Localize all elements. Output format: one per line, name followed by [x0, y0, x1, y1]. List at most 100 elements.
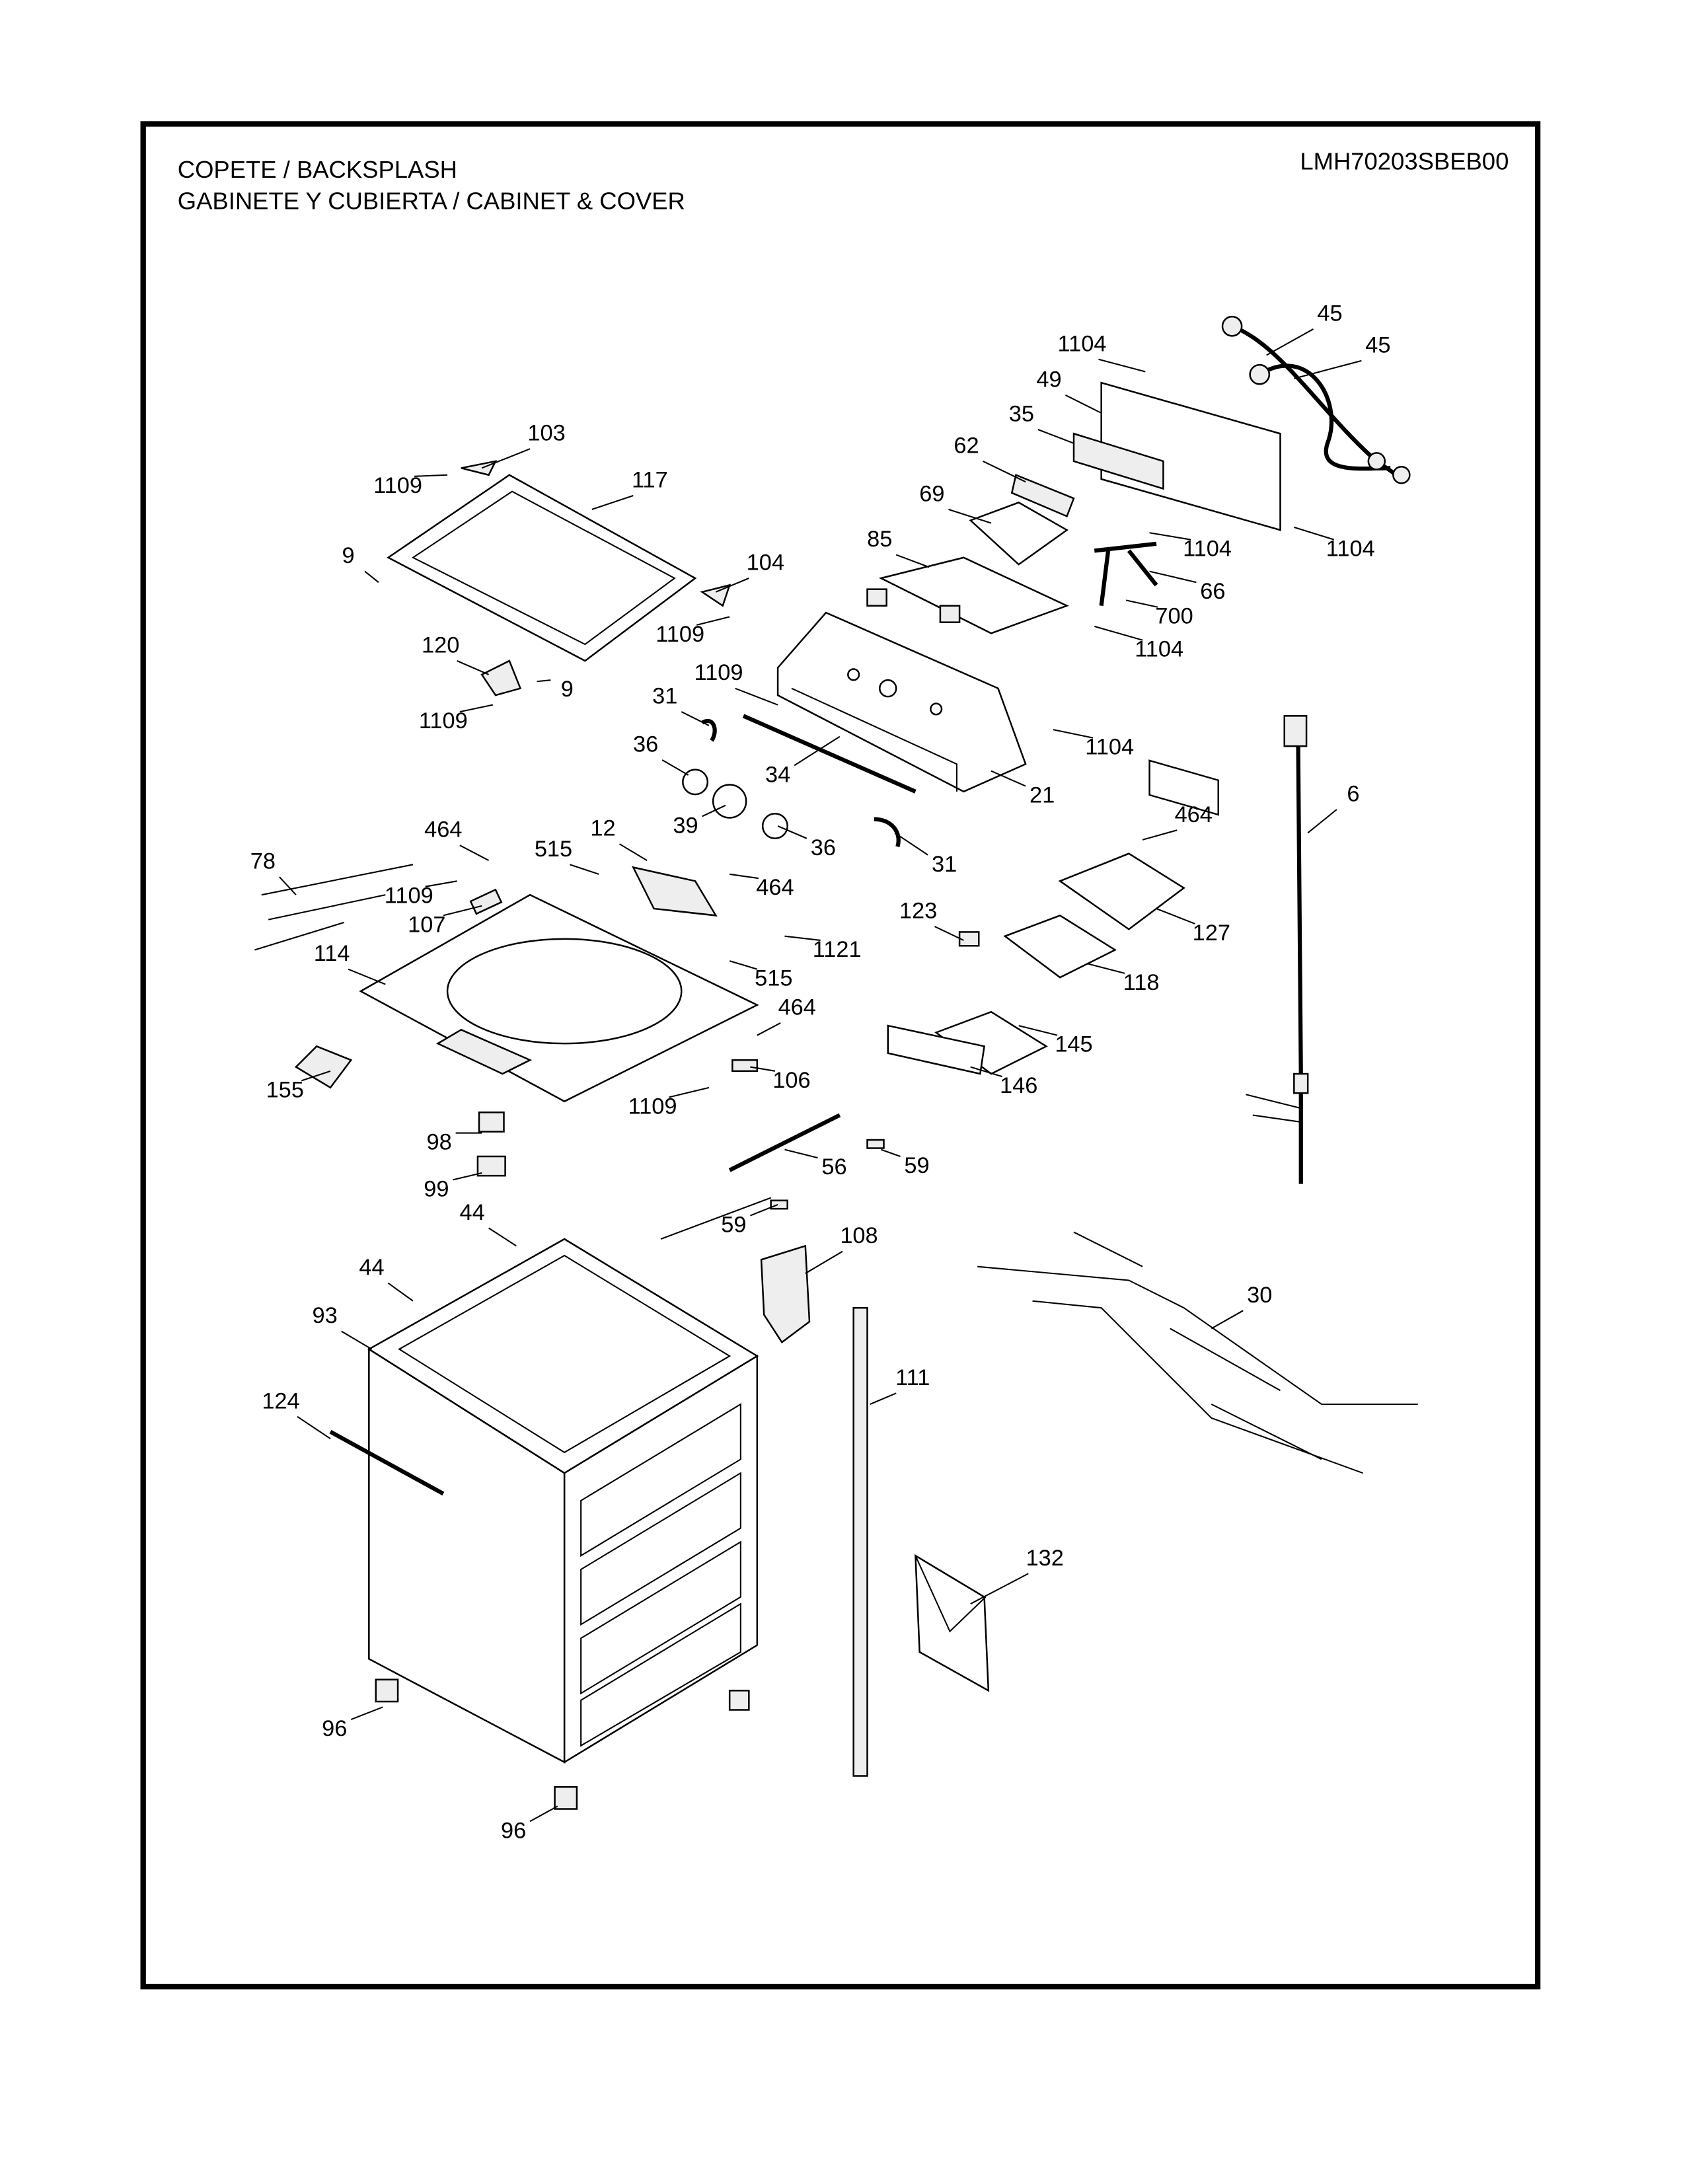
leader-line: [983, 460, 1026, 483]
leader-line: [970, 1573, 1029, 1605]
part-hook-31: [700, 719, 901, 848]
part-lock-107: [469, 888, 503, 915]
part-number-callout: 12: [590, 816, 615, 841]
leader-line: [729, 960, 758, 970]
leader-line: [669, 1086, 710, 1098]
part-number-callout: 146: [1000, 1073, 1037, 1098]
part-number-callout: 78: [250, 849, 276, 874]
leader-line: [414, 474, 448, 477]
part-number-callout: 45: [1317, 301, 1342, 326]
part-bracket-66: [1094, 541, 1158, 607]
leader-line: [757, 1022, 781, 1036]
part-number-callout: 9: [342, 543, 355, 568]
leader-line: [934, 926, 964, 941]
leader-line: [894, 832, 928, 856]
part-number-callout: 1109: [628, 1094, 677, 1119]
leader-line: [1037, 429, 1074, 444]
leader-line: [443, 905, 482, 917]
leader-line: [1098, 358, 1146, 373]
leader-line: [777, 825, 807, 839]
part-number-callout: 145: [1055, 1032, 1092, 1057]
leader-line: [1294, 359, 1362, 379]
part-number-callout: 34: [765, 762, 790, 787]
part-dispenser-housing: [887, 852, 1185, 1075]
part-number-callout: 30: [1247, 1283, 1272, 1308]
part-number-callout: 21: [1030, 783, 1055, 808]
part-harness-85: [866, 556, 1069, 634]
part-bag-132: [915, 1554, 990, 1692]
part-number-callout: 1109: [419, 708, 468, 734]
part-bracket-62: [1010, 474, 1075, 517]
leader-line: [279, 876, 297, 895]
part-number-callout: 59: [721, 1213, 746, 1238]
part-cover-108: [760, 1244, 811, 1344]
leader-line: [481, 448, 531, 469]
part-number-callout: 85: [867, 527, 892, 552]
part-number-callout: 96: [501, 1818, 526, 1843]
part-number-callout: 464: [424, 817, 462, 843]
part-switch-106: [731, 1059, 759, 1073]
leader-line: [1087, 963, 1125, 974]
part-number-callout: 464: [778, 995, 816, 1020]
part-number-callout: 464: [1175, 802, 1213, 827]
part-pad-59: [770, 1139, 885, 1210]
part-number-callout: 515: [755, 966, 792, 991]
leader-line: [297, 1415, 331, 1439]
leader-line: [364, 570, 379, 584]
part-feet-96: [375, 1678, 750, 1810]
leader-line: [425, 880, 457, 887]
part-strip-124: [329, 1429, 445, 1496]
part-number-callout: 96: [322, 1716, 347, 1741]
leader-line: [1125, 599, 1158, 608]
part-number-callout: 59: [904, 1153, 929, 1178]
leader-line: [970, 1066, 1002, 1078]
part-number-callout: 700: [1155, 604, 1193, 629]
part-number-callout: 69: [919, 481, 944, 506]
part-number-callout: 31: [652, 684, 677, 709]
leader-line: [1053, 729, 1094, 739]
leader-line: [301, 1070, 331, 1082]
leader-line: [341, 1330, 373, 1350]
leader-line: [1149, 570, 1197, 584]
part-pads-98-99: [476, 1111, 506, 1177]
part-number-callout: 155: [266, 1077, 304, 1102]
part-number-callout: 118: [1123, 970, 1160, 995]
part-number-callout: 49: [1036, 367, 1061, 392]
part-number-callout: 114: [314, 941, 350, 966]
leader-line: [1211, 1310, 1244, 1330]
leader-line: [1018, 1025, 1058, 1036]
part-backsplash: [776, 611, 1027, 793]
part-number-callout: 1104: [1085, 735, 1134, 760]
part-number-callout: 6: [1347, 782, 1359, 807]
part-number-callout: 98: [426, 1130, 451, 1155]
leader-line: [459, 704, 494, 713]
part-cabinet: [367, 1238, 759, 1764]
part-pipe-111: [852, 1306, 868, 1777]
title-line-1: COPETE / BACKSPLASH: [178, 156, 457, 183]
leader-line: [1149, 532, 1191, 541]
leader-line: [948, 508, 992, 524]
part-rear-panel: [1100, 381, 1281, 816]
leader-line: [591, 495, 634, 510]
leader-line: [529, 1805, 558, 1823]
leader-line: [537, 679, 551, 683]
leader-line: [880, 1148, 901, 1157]
part-lid: [387, 460, 731, 662]
part-number-callout: 107: [408, 912, 445, 937]
part-number-callout: 106: [772, 1068, 810, 1093]
part-overlay-35: [1072, 432, 1164, 490]
part-number-callout: 103: [527, 421, 565, 446]
leader-line: [895, 554, 930, 568]
model-number: LMH70203SBEB00: [1300, 147, 1509, 174]
leader-line: [1094, 625, 1143, 641]
part-number-callout: 44: [359, 1255, 384, 1280]
part-number-callout: 117: [632, 468, 668, 493]
leader-line: [661, 759, 689, 776]
part-number-callout: 35: [1009, 402, 1034, 427]
leader-line: [794, 735, 841, 767]
part-number-callout: 108: [840, 1223, 878, 1248]
leader-line: [750, 1066, 776, 1072]
part-power-cord: [1246, 715, 1309, 1184]
part-number-callout: 31: [932, 852, 957, 877]
